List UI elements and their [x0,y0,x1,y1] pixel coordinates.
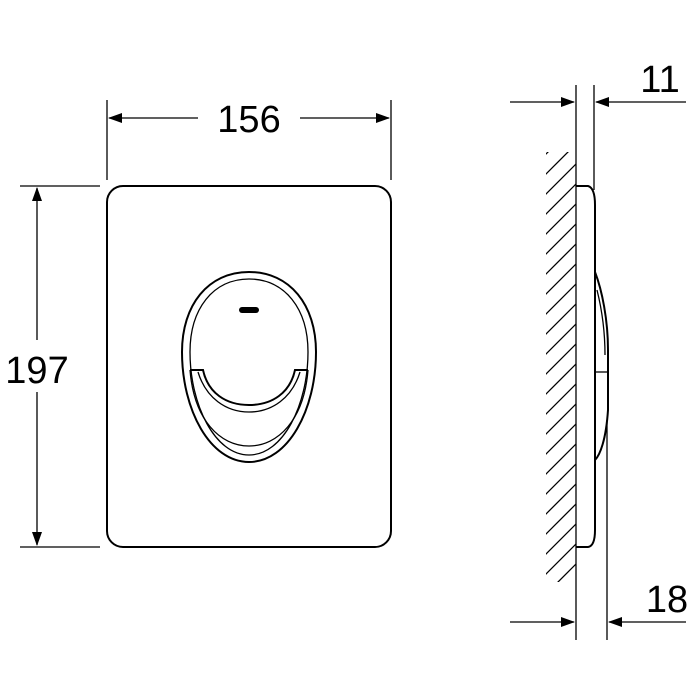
total-depth-label: 18 [646,579,688,621]
total-depth-dimension: 18 [510,579,688,627]
flush-button [180,270,318,464]
plate-thickness-label: 11 [640,59,679,101]
flush-plate-outline [106,185,392,548]
height-dimension: 197 [5,185,100,548]
wall-hatching [546,152,576,582]
front-view: 156 197 [5,99,392,548]
button-profile [594,271,609,461]
small-flush-crescent [190,369,308,407]
width-label: 156 [217,99,280,141]
indicator-slot [239,307,259,313]
plate-profile [576,185,596,548]
height-label: 197 [5,350,68,392]
plate-thickness-dimension: 11 [510,59,686,107]
width-dimension: 156 [106,99,392,180]
side-view: 11 18 [510,59,688,640]
